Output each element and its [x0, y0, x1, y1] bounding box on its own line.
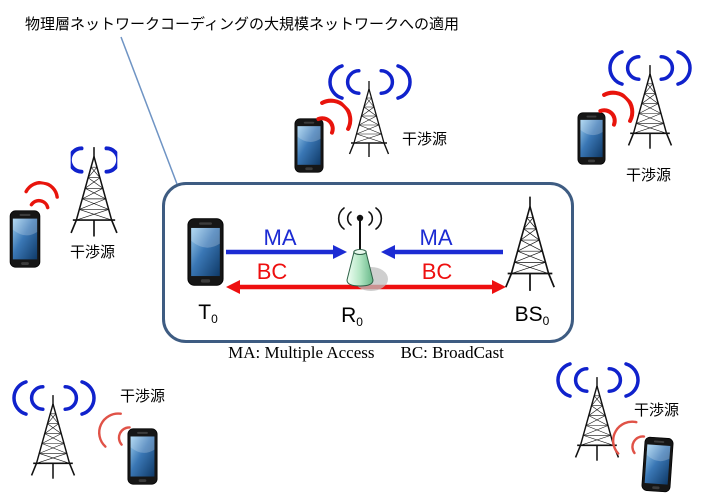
ma-label-right: MA — [419, 225, 453, 250]
interference-label: 干渉源 — [626, 167, 672, 184]
base-station-tower-icon — [499, 189, 561, 301]
interference-label: 干渉源 — [120, 388, 166, 405]
ma-arrow-left — [226, 245, 347, 259]
title-callout-line — [120, 36, 178, 185]
terminal-phone-icon — [187, 213, 224, 291]
terminal-label: T0 — [198, 301, 218, 326]
bc-arrow-left — [226, 280, 366, 294]
bc-arrow-right — [366, 280, 506, 294]
relay-label: R0 — [341, 304, 363, 329]
relay-antenna-icon — [337, 207, 388, 291]
network-coding-box — [162, 182, 574, 343]
interference-label: 干渉源 — [402, 131, 448, 148]
interference-label: 干渉源 — [70, 244, 116, 261]
figure-title: 物理層ネットワークコーディングの大規模ネットワークへの適用 — [25, 16, 459, 33]
bc-label-right: BC — [421, 259, 453, 284]
ma-label-left: MA — [263, 225, 297, 250]
bc-label-left: BC — [256, 259, 288, 284]
ma-arrow-right — [381, 245, 503, 259]
interference-label: 干渉源 — [634, 402, 680, 419]
base-station-label: BS0 — [514, 303, 550, 328]
legend-bc: BC: BroadCast — [400, 343, 504, 362]
legend-caption: MA: Multiple Access BC: BroadCast — [162, 343, 570, 363]
legend-ma: MA: Multiple Access — [228, 343, 375, 362]
